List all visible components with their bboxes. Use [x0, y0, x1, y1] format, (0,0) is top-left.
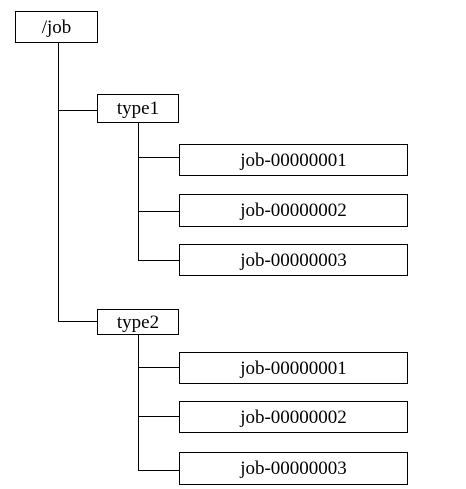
connector-type2-to-job2 [138, 416, 179, 417]
node-type1: type1 [97, 94, 179, 123]
node-type1-job-3: job-00000003 [179, 244, 408, 276]
connector-type2-trunk [138, 335, 139, 471]
connector-type1-trunk [138, 123, 139, 261]
connector-type1-to-job3 [138, 260, 179, 261]
connector-root-to-type2 [58, 321, 97, 322]
node-type1-job-1: job-00000001 [179, 144, 408, 176]
connector-root-trunk [58, 43, 59, 321]
node-root: /job [15, 11, 98, 43]
connector-type2-to-job3 [138, 470, 179, 471]
node-type2: type2 [97, 309, 179, 335]
node-type2-job-3: job-00000003 [179, 452, 408, 485]
connector-root-to-type1 [58, 110, 97, 111]
connector-type1-to-job2 [138, 211, 179, 212]
node-type2-job-2: job-00000002 [179, 401, 408, 433]
connector-type2-to-job1 [138, 367, 179, 368]
connector-type1-to-job1 [138, 157, 179, 158]
node-type1-job-2: job-00000002 [179, 194, 408, 227]
node-type2-job-1: job-00000001 [179, 352, 408, 384]
